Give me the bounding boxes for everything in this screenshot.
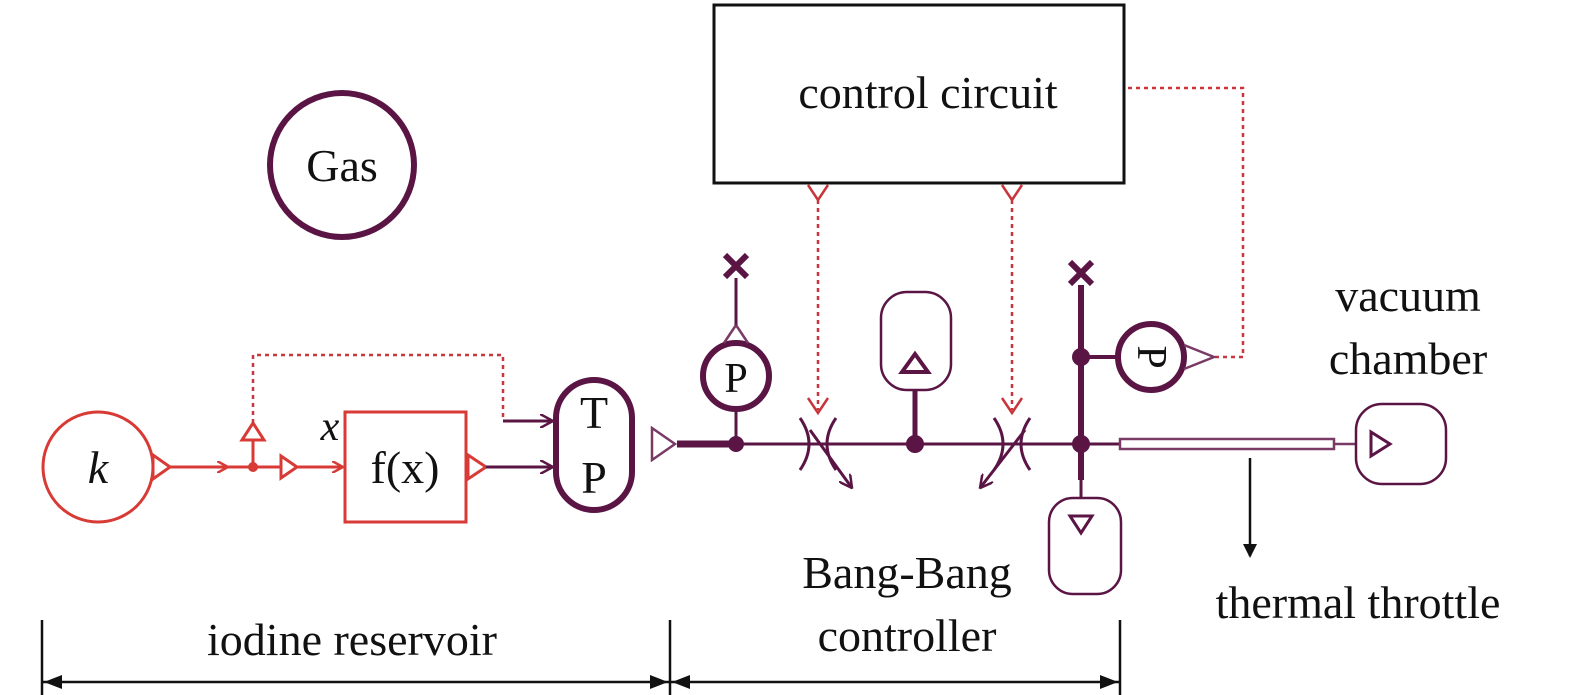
- thermal-throttle-tube: [1118, 437, 1336, 451]
- tp-label-p: P: [581, 452, 607, 503]
- dimension-arrowheads: [44, 675, 1118, 689]
- tp-input-lines: [486, 421, 553, 467]
- vent-x-right-icon: [1067, 259, 1095, 287]
- pressure-gauge-right-label: P: [1128, 345, 1174, 368]
- pressure-gauge-left-label: P: [724, 356, 747, 402]
- junction-dot-mid: [906, 435, 924, 453]
- x-label: x: [320, 404, 340, 450]
- k-output-port-icon: [151, 452, 173, 482]
- iodine-reservoir-label: iodine reservoir: [207, 614, 497, 665]
- vacuum-chamber-label-1: vacuum: [1335, 270, 1481, 321]
- junction-dot-right: [1072, 435, 1090, 453]
- buffer-tank-mid: [879, 290, 953, 392]
- vent-x-left-icon: [722, 252, 750, 280]
- pressure-gauge-right: [1115, 321, 1187, 393]
- vacuum-chamber-port-icon: [1369, 429, 1393, 459]
- buffer-tank-mid-port-icon: [898, 350, 932, 374]
- control-signal-forks: [806, 184, 1024, 203]
- thermal-throttle-label: thermal throttle: [1216, 577, 1501, 628]
- tp-sensor-node: [553, 377, 635, 513]
- tp-output-port-icon: [650, 425, 678, 463]
- fx-label: f(x): [371, 442, 440, 493]
- fx-output-port-icon: [466, 452, 489, 482]
- gas-node: [267, 90, 417, 240]
- control-circuit-label: control circuit: [798, 67, 1058, 118]
- valve-right-icon: [980, 417, 1032, 488]
- bang-bang-label-1: Bang-Bang: [802, 547, 1012, 598]
- buffer-tank-lower: [1047, 496, 1123, 596]
- k-label: k: [88, 442, 110, 493]
- dimension-brackets: [40, 620, 1122, 695]
- bang-bang-label-2: controller: [818, 610, 997, 661]
- junction-dot-left: [728, 436, 744, 452]
- fx-function-box: [343, 410, 468, 524]
- vacuum-chamber-node: [1354, 402, 1448, 486]
- valve-right-signal-arrow: [1000, 397, 1024, 416]
- vacuum-chamber-label-2: chamber: [1329, 333, 1487, 384]
- feedback-dotted-line: [251, 353, 505, 423]
- red-mid-port-icon: [279, 453, 300, 481]
- red-signal-lines: [170, 440, 343, 467]
- red-junction-dot: [248, 462, 258, 472]
- buffer-tank-lower-port-icon: [1067, 514, 1095, 536]
- control-signal-lines: [816, 86, 1245, 410]
- valve-left-icon: [798, 417, 852, 488]
- gas-label: Gas: [306, 140, 378, 191]
- tp-label-t: T: [580, 387, 608, 438]
- valve-left-signal-arrow: [806, 397, 830, 416]
- pressure-gauge-left: [700, 340, 772, 412]
- red-tap-port-icon: [239, 420, 267, 442]
- control-circuit-box: [712, 3, 1126, 185]
- gauge-right-port-icon: [1183, 343, 1218, 371]
